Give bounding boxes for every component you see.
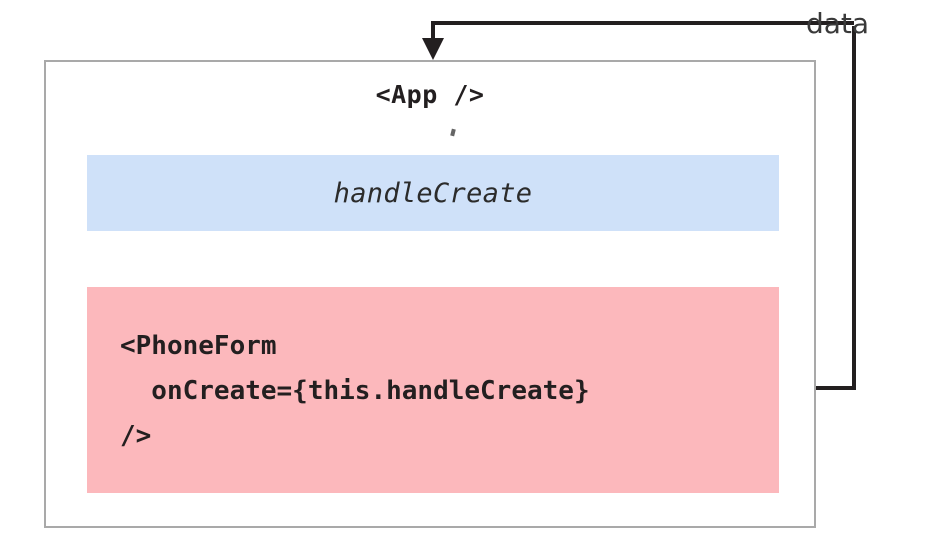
handle-create-label: handleCreate xyxy=(333,177,533,209)
app-component-title: <App /> xyxy=(375,80,485,109)
data-flow-label: data xyxy=(806,7,870,40)
phone-form-code: <PhoneForm onCreate={this.handleCreate} … xyxy=(120,331,590,451)
handle-create-box: handleCreate xyxy=(87,155,779,231)
data-return-arrowhead xyxy=(422,38,444,60)
data-return-path xyxy=(431,21,854,48)
phone-form-box: <PhoneForm onCreate={this.handleCreate} … xyxy=(87,287,779,493)
